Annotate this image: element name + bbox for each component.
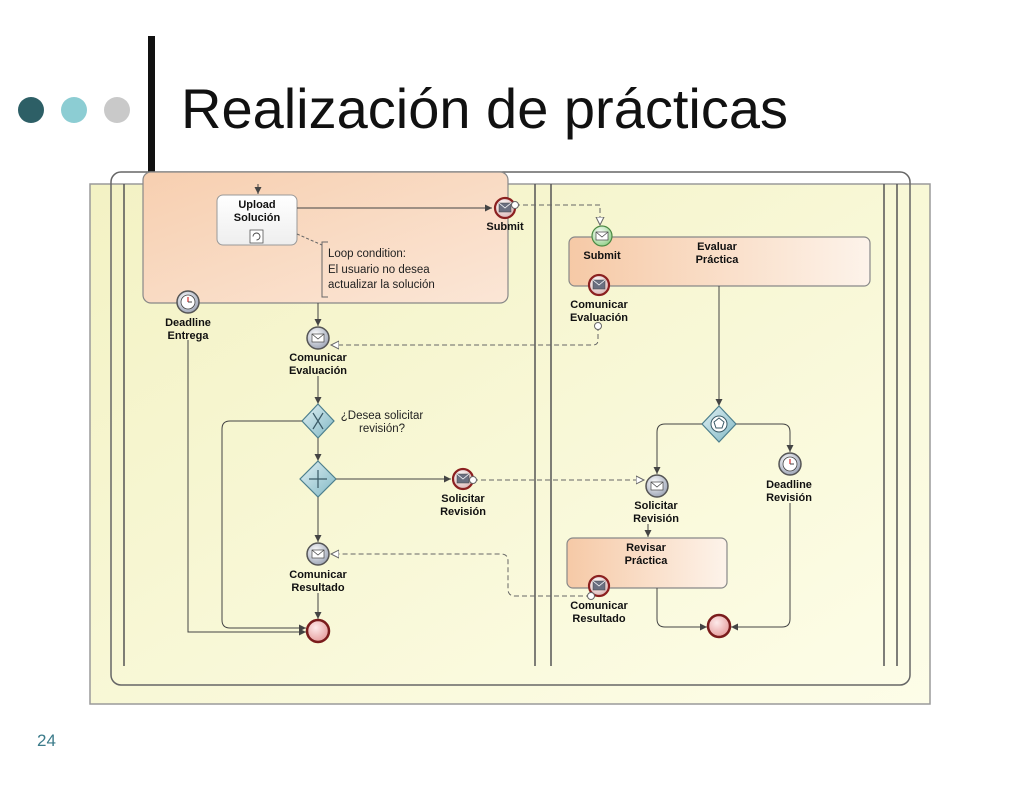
bullet-dot-dark — [18, 97, 44, 123]
event-deadline-entrega: Deadline Entrega — [165, 290, 211, 342]
annotation-text: Loop condition: — [328, 248, 406, 260]
page-number: 24 — [37, 731, 56, 750]
event-label: Comunicar — [289, 569, 347, 581]
event-solicitar-revision-receive: Solicitar Revisión — [633, 474, 679, 525]
event-label: Deadline — [766, 479, 812, 491]
envelope-icon — [595, 231, 609, 241]
bullet-dot-teal — [61, 97, 87, 123]
event-label: Evaluación — [570, 312, 628, 324]
event-label: Revisión — [766, 492, 812, 504]
task-label: Upload — [238, 199, 275, 211]
event-label: Revisión — [633, 513, 679, 525]
event-comunicar-evaluacion-right: Comunicar Evaluación — [570, 273, 628, 324]
envelope-icon — [311, 549, 325, 559]
task-label: Revisar — [626, 542, 666, 554]
annotation-text: actualizar la solución — [328, 279, 435, 291]
gateway-event-based — [701, 405, 737, 443]
event-label: Comunicar — [570, 600, 628, 612]
event-label: Revisión — [440, 506, 486, 518]
event-label: Resultado — [291, 582, 344, 594]
event-comunicar-evaluacion-left: Comunicar Evaluación — [289, 326, 347, 377]
event-solicitar-revision-send: Solicitar Revisión — [440, 467, 486, 518]
bullet-dot-grey — [104, 97, 130, 123]
task-label: Solución — [234, 212, 281, 224]
event-label: Deadline — [165, 317, 211, 329]
end-event-right — [706, 613, 732, 639]
loop-subprocess — [142, 171, 509, 304]
event-label: Submit — [486, 221, 524, 233]
slide-title: Realización de prácticas — [181, 77, 788, 140]
event-deadline-revision: Deadline Revisión — [766, 452, 812, 504]
event-label: Comunicar — [289, 352, 347, 364]
event-label: Resultado — [572, 613, 625, 625]
event-label: Solicitar — [441, 493, 485, 505]
loop-annotation: Loop condition: El usuario no desea actu… — [296, 233, 435, 298]
event-label: Evaluación — [289, 365, 347, 377]
task-label: Práctica — [625, 555, 669, 567]
task-upload-solucion: Upload Solución — [216, 194, 298, 246]
loop-icon — [252, 232, 261, 241]
end-event-left — [305, 618, 331, 644]
envelope-icon — [650, 481, 664, 491]
event-label: Submit — [583, 250, 621, 262]
loop-marker-icon — [249, 229, 264, 244]
pool-inner-frame — [110, 171, 911, 686]
event-submit-receive: Submit — [583, 225, 621, 262]
event-label: Comunicar — [570, 299, 628, 311]
envelope-icon — [311, 333, 325, 343]
plus-gateway-icon — [309, 470, 327, 488]
annotation-text: El usuario no desea — [328, 264, 430, 276]
gateway-label: revisión? — [359, 423, 405, 435]
pentagon-icon — [713, 417, 725, 429]
x-gateway-icon — [312, 412, 324, 430]
event-label: Solicitar — [634, 500, 678, 512]
gateway-label: ¿Desea solicitar — [341, 410, 424, 422]
event-label: Entrega — [168, 330, 210, 342]
task-label: Evaluar — [697, 241, 737, 253]
task-label: Práctica — [696, 254, 740, 266]
title-divider — [148, 36, 155, 184]
